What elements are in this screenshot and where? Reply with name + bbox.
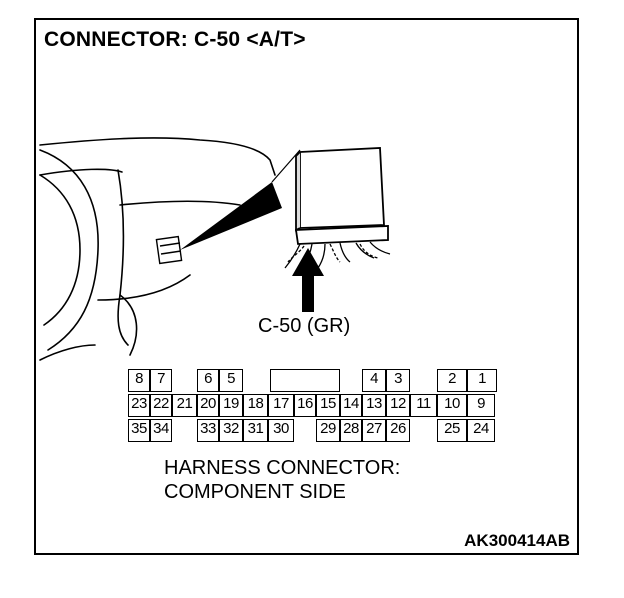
pin-14: 14 [340, 394, 362, 417]
pin-11: 11 [410, 394, 437, 417]
pin-15: 15 [316, 394, 340, 417]
pin-34: 34 [150, 419, 172, 442]
pin-19: 19 [219, 394, 243, 417]
dash-panel-edge [117, 169, 129, 346]
pin-29: 29 [316, 419, 340, 442]
pin-9: 9 [467, 394, 495, 417]
pin-8: 8 [128, 369, 150, 392]
pin-16: 16 [294, 394, 316, 417]
pin-12: 12 [386, 394, 410, 417]
pin-35: 35 [128, 419, 150, 442]
dashboard-outline [39, 137, 276, 176]
pin-10: 10 [437, 394, 467, 417]
pin-20: 20 [197, 394, 219, 417]
connector-title: CONNECTOR: C-50 <A/T> [44, 28, 306, 51]
pin-18: 18 [243, 394, 268, 417]
pointer-arrow [292, 248, 324, 312]
harness-caption: HARNESS CONNECTOR: COMPONENT SIDE [164, 456, 400, 504]
pin-32: 32 [219, 419, 243, 442]
pin-23: 23 [128, 394, 150, 417]
caption-line-2: COMPONENT SIDE [164, 481, 346, 503]
callout-wedge [180, 182, 282, 250]
pin-13: 13 [362, 394, 386, 417]
pin-7: 7 [150, 369, 172, 392]
pin-5: 5 [219, 369, 243, 392]
pin-6: 6 [197, 369, 219, 392]
pin-17: 17 [268, 394, 294, 417]
pin-31: 31 [243, 419, 268, 442]
dashboard-lower-contour [39, 168, 123, 176]
diagram-frame [34, 18, 579, 555]
steering-wheel-outline [39, 149, 99, 351]
pin-27: 27 [362, 419, 386, 442]
floor-line [39, 344, 96, 361]
pin-blank [270, 369, 340, 392]
control-unit-body [294, 147, 389, 245]
connector-id-label: C-50 (GR) [258, 315, 351, 337]
pin-21: 21 [172, 394, 197, 417]
pin-28: 28 [340, 419, 362, 442]
pin-26: 26 [386, 419, 410, 442]
pin-2: 2 [437, 369, 467, 392]
pin-24: 24 [467, 419, 495, 442]
glove-box-outline [119, 200, 241, 206]
pin-1: 1 [467, 369, 497, 392]
reference-code: AK300414AB [464, 531, 570, 550]
pin-30: 30 [268, 419, 294, 442]
dash-lower-line [97, 274, 191, 301]
pin-33: 33 [197, 419, 219, 442]
caption-line-1: HARNESS CONNECTOR: [164, 457, 401, 479]
pin-25: 25 [437, 419, 467, 442]
dash-connector-location [155, 235, 183, 265]
pin-4: 4 [362, 369, 386, 392]
steering-wheel-inner [39, 174, 81, 326]
pin-22: 22 [150, 394, 172, 417]
pin-3: 3 [386, 369, 410, 392]
kick-panel-line [119, 294, 138, 356]
